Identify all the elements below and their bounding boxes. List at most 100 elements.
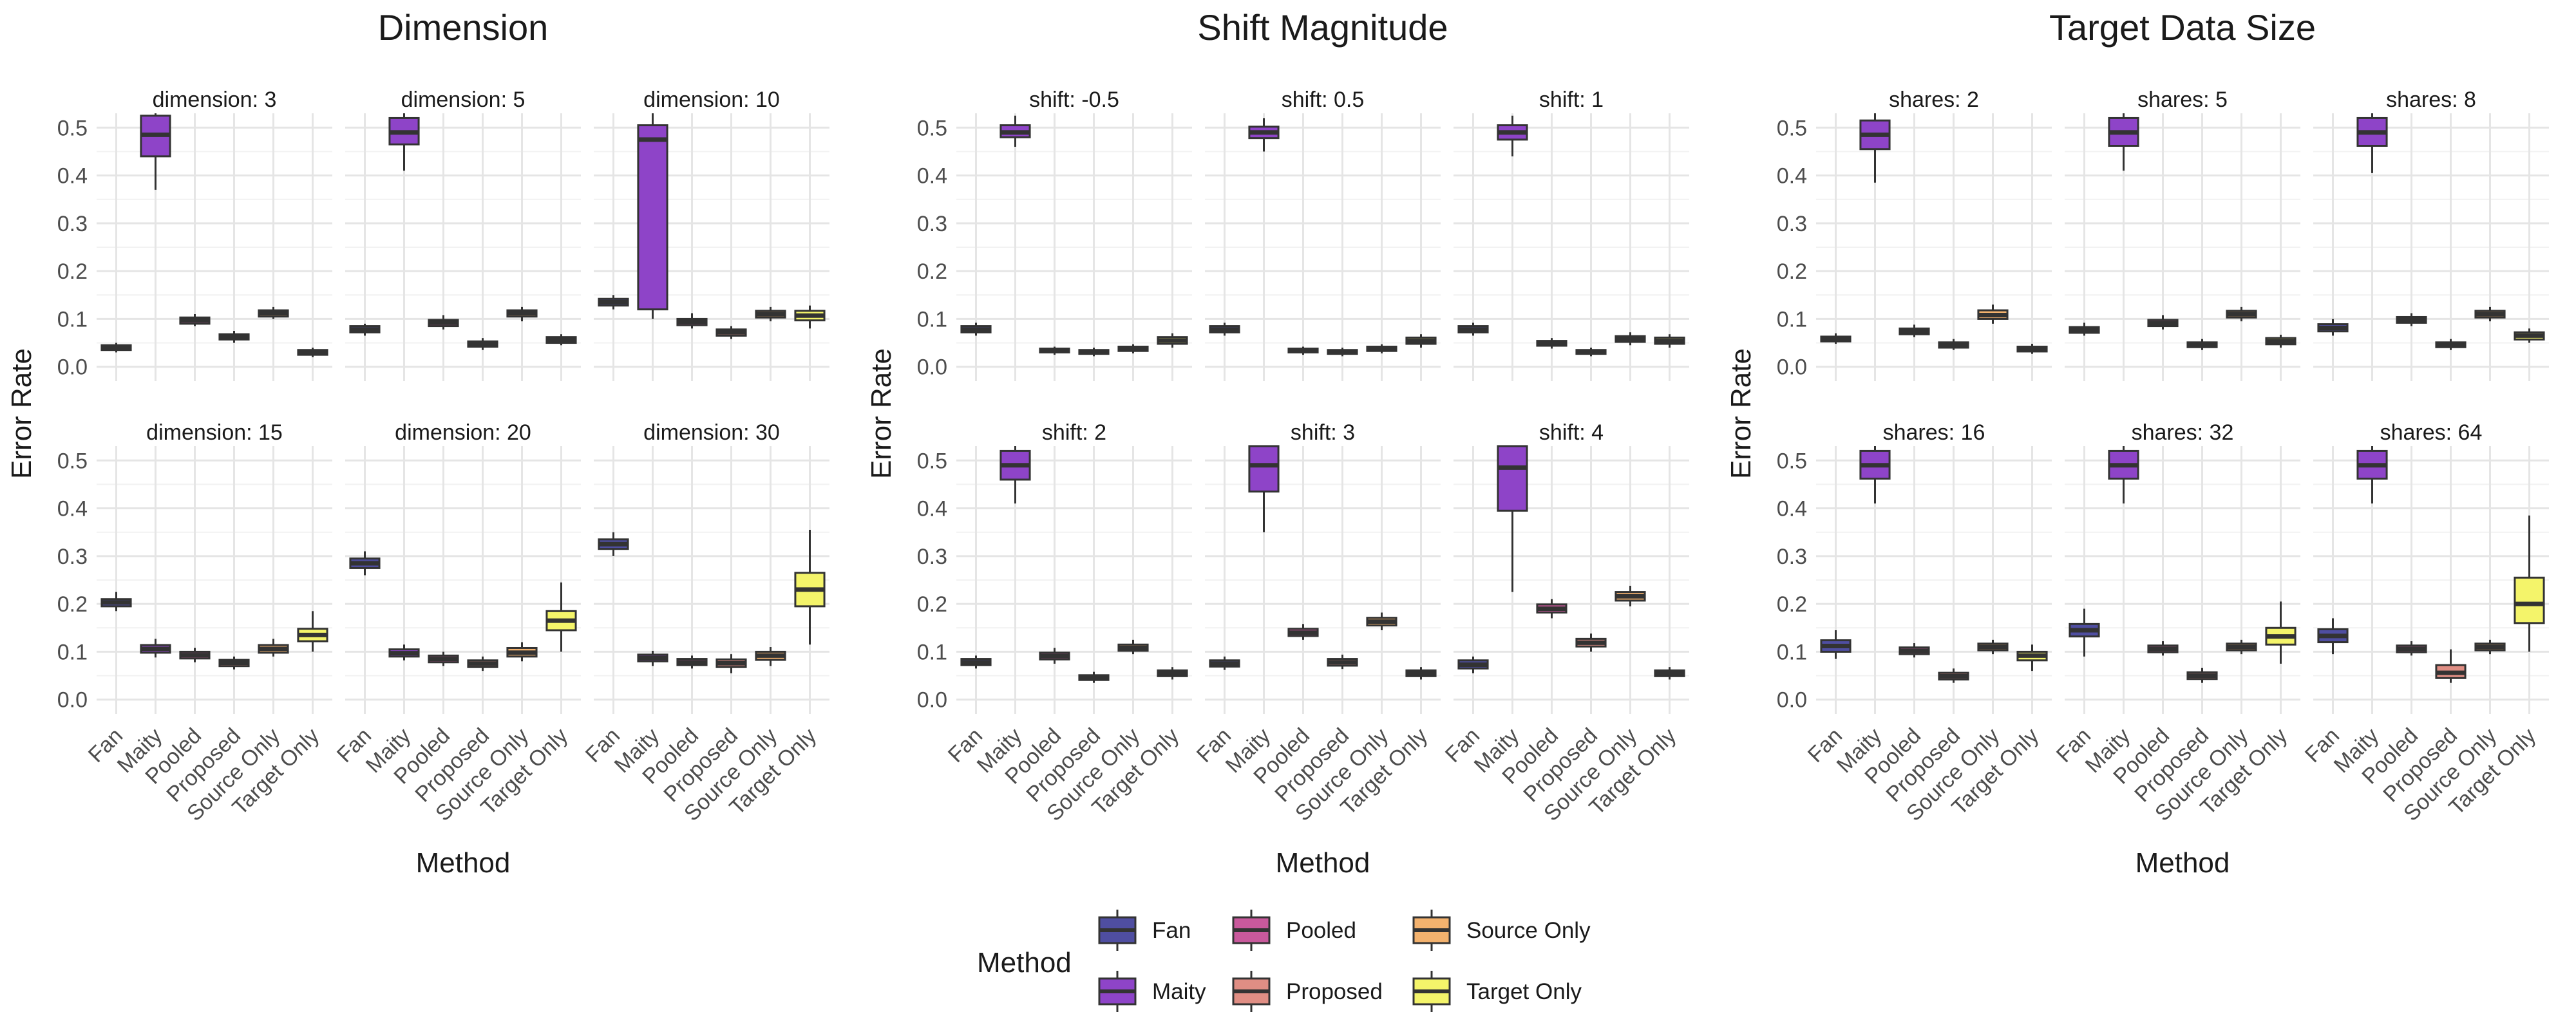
y-tick-label: 0.3 xyxy=(917,545,947,569)
y-axis-title: Error Rate xyxy=(1725,348,1757,479)
y-tick-label: 0.3 xyxy=(1777,545,1807,569)
y-tick-label: 0.4 xyxy=(57,164,88,189)
y-tick-label: 0.3 xyxy=(57,212,88,236)
facet-strip-label: shares: 32 xyxy=(2132,420,2234,445)
facet-panel: shift: 0.5 xyxy=(1205,88,1441,381)
group-title: Dimension xyxy=(378,7,549,48)
facet-strip-label: dimension: 30 xyxy=(643,420,780,445)
legend-key xyxy=(1098,910,1137,951)
facet-strip-label: shares: 64 xyxy=(2380,420,2483,445)
facet-panel: dimension: 30FanMaityPooledProposedSourc… xyxy=(581,420,829,826)
y-tick-label: 0.0 xyxy=(57,355,88,380)
y-tick-label: 0.5 xyxy=(917,116,947,140)
y-tick-label: 0.3 xyxy=(917,212,947,236)
facet-panel: dimension: 20FanMaityPooledProposedSourc… xyxy=(332,420,581,826)
y-tick-label: 0.0 xyxy=(57,688,88,713)
facet-panel: dimension: 10 xyxy=(594,88,829,381)
facet-panel: shares: 2 0.0 0.1 0.2 0.3 0.4 0.5 xyxy=(1777,88,2052,381)
y-tick-label: 0.4 xyxy=(1777,164,1807,189)
facet-strip-label: dimension: 15 xyxy=(146,420,283,445)
facet-strip-label: shares: 5 xyxy=(2137,88,2228,112)
legend-label: Source Only xyxy=(1466,918,1591,943)
legend-label: Maity xyxy=(1152,979,1206,1004)
y-tick-label: 0.1 xyxy=(1777,307,1807,332)
group-title: Target Data Size xyxy=(2049,7,2316,48)
y-tick-label: 0.3 xyxy=(57,545,88,569)
facet-panel: dimension: 3 0.0 0.1 0.2 0.3 0.4 0.5 xyxy=(57,88,332,381)
y-tick-label: 0.1 xyxy=(917,640,947,664)
y-tick-label: 0.1 xyxy=(917,307,947,332)
facet-strip-label: shares: 2 xyxy=(1889,88,1979,112)
facet-panel: shift: 1 xyxy=(1454,88,1689,381)
facet-panel: shares: 160.00.10.20.30.40.5FanMaityPool… xyxy=(1777,420,2052,826)
facet-strip-label: shift: 0.5 xyxy=(1282,88,1365,112)
y-tick-label: 0.5 xyxy=(1777,116,1807,140)
y-tick-label: 0.0 xyxy=(1777,355,1807,380)
facet-strip-label: shift: -0.5 xyxy=(1029,88,1119,112)
y-tick-label: 0.2 xyxy=(1777,259,1807,284)
y-tick-label: 0.2 xyxy=(57,259,88,284)
legend-label: Pooled xyxy=(1286,918,1356,943)
legend-label: Fan xyxy=(1152,918,1191,943)
y-tick-label: 0.1 xyxy=(57,640,88,664)
facet-strip-label: dimension: 20 xyxy=(395,420,531,445)
y-axis-title: Error Rate xyxy=(6,348,37,479)
facet-panel: shares: 8 xyxy=(2313,88,2549,381)
legend-key xyxy=(1412,971,1451,1012)
y-tick-label: 0.1 xyxy=(57,307,88,332)
y-tick-label: 0.3 xyxy=(1777,212,1807,236)
facet-strip-label: shift: 4 xyxy=(1539,420,1604,445)
box-body xyxy=(2514,576,2545,624)
y-tick-label: 0.2 xyxy=(57,592,88,617)
facet-strip-label: shift: 3 xyxy=(1291,420,1355,445)
box-body xyxy=(1497,445,1528,512)
legend-label: Proposed xyxy=(1286,979,1383,1004)
y-tick-label: 0.0 xyxy=(1777,688,1807,713)
y-axis-title: Error Rate xyxy=(866,348,897,479)
y-tick-label: 0.0 xyxy=(917,688,947,713)
box-body xyxy=(637,124,668,311)
facet-strip-label: shift: 2 xyxy=(1042,420,1106,445)
facet-panel: shift: -0.50.00.10.20.30.40.5 xyxy=(917,88,1192,381)
legend-key xyxy=(1232,971,1271,1012)
facet-panel: dimension: 150.00.10.20.30.40.5FanMaityP… xyxy=(57,420,332,826)
y-tick-label: 0.5 xyxy=(57,116,88,140)
facet-strip-label: shares: 16 xyxy=(1883,420,1985,445)
y-tick-label: 0.4 xyxy=(57,497,88,521)
y-tick-label: 0.5 xyxy=(1777,449,1807,473)
facet-panel: dimension: 5 xyxy=(345,88,581,381)
group-title: Shift Magnitude xyxy=(1197,7,1448,48)
y-tick-label: 0.2 xyxy=(917,259,947,284)
y-tick-label: 0.2 xyxy=(917,592,947,617)
y-tick-label: 0.2 xyxy=(1777,592,1807,617)
y-tick-label: 0.5 xyxy=(57,449,88,473)
legend-key xyxy=(1412,910,1451,951)
legend-label: Target Only xyxy=(1466,979,1582,1004)
facet-strip-label: shares: 8 xyxy=(2386,88,2476,112)
legend-key xyxy=(1232,910,1271,951)
legend-title: Method xyxy=(977,947,1072,979)
y-tick-label: 0.4 xyxy=(917,164,947,189)
facet-strip-label: dimension: 10 xyxy=(643,88,780,112)
facet-strip-label: dimension: 5 xyxy=(401,88,526,112)
y-tick-label: 0.1 xyxy=(1777,640,1807,664)
x-axis-title: Method xyxy=(416,847,511,879)
y-tick-label: 0.5 xyxy=(917,449,947,473)
x-axis-title: Method xyxy=(2136,847,2230,879)
y-tick-label: 0.4 xyxy=(917,497,947,521)
facet-strip-label: dimension: 3 xyxy=(153,88,277,112)
legend-key xyxy=(1098,971,1137,1012)
x-axis-title: Method xyxy=(1276,847,1370,879)
box-body xyxy=(1248,445,1280,493)
facet-panel: shares: 5 xyxy=(2065,88,2300,381)
facet-strip-label: shift: 1 xyxy=(1539,88,1604,112)
facet-panel: shift: 20.00.10.20.30.40.5FanMaityPooled… xyxy=(917,420,1192,826)
y-tick-label: 0.4 xyxy=(1777,497,1807,521)
